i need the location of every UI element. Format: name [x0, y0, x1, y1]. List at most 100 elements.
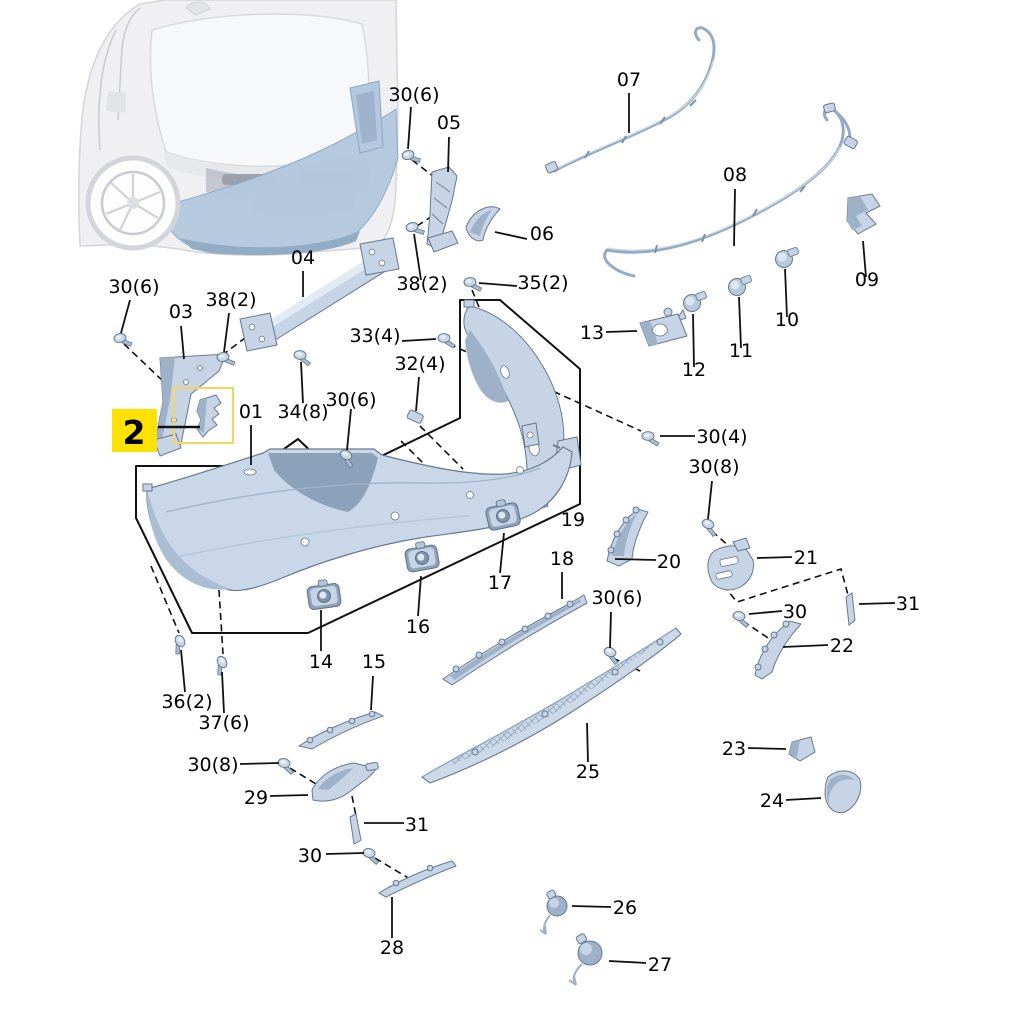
part-07-wiring-harness-upper[interactable]	[544, 26, 716, 174]
callout-07[interactable]: 07	[617, 69, 641, 91]
part-02-mounting-clip[interactable]	[196, 394, 222, 438]
part-27-cap[interactable]	[568, 933, 603, 986]
callout-05[interactable]: 05	[437, 112, 461, 134]
part-11-park-sensor[interactable]	[728, 274, 753, 296]
screw-33-4[interactable]	[437, 333, 456, 349]
callout-24[interactable]: 24	[760, 790, 784, 812]
callout-31-bottom[interactable]: 31	[405, 814, 429, 836]
callout-13[interactable]: 13	[580, 322, 604, 344]
screw-30-right[interactable]	[730, 610, 752, 629]
part-13-sensor-holder[interactable]	[639, 307, 688, 347]
screw-30-6-top[interactable]	[400, 147, 422, 167]
callout-09[interactable]: 09	[855, 269, 879, 291]
callout-30-6-bottom[interactable]: 30(6)	[591, 587, 642, 609]
callout-03[interactable]: 03	[169, 301, 193, 323]
bumper-left-corner-shade	[146, 489, 230, 590]
part-14-sensor-bracket[interactable]	[305, 577, 343, 611]
part-06-corner-bracket[interactable]	[465, 206, 501, 242]
part-20-trim-strip[interactable]	[606, 506, 649, 567]
callout-08[interactable]: 08	[723, 164, 747, 186]
nut-34-8[interactable]	[292, 349, 312, 367]
callout-14[interactable]: 14	[309, 651, 333, 673]
callout-11[interactable]: 11	[729, 340, 753, 362]
callout-04[interactable]: 04	[291, 247, 315, 269]
leader-33-4	[401, 338, 437, 342]
callout-23[interactable]: 23	[722, 738, 746, 760]
screw-37-6[interactable]	[209, 654, 232, 678]
part-10-park-sensor[interactable]	[775, 246, 800, 268]
callout-30-bottom[interactable]: 30	[298, 845, 322, 867]
part-32-clip[interactable]	[406, 409, 424, 424]
part-27-stub	[575, 933, 588, 945]
callout-30-4[interactable]: 30(4)	[696, 426, 747, 448]
diffuser-top-edge	[421, 627, 677, 778]
part-16-sensor-bracket[interactable]	[402, 538, 441, 574]
part-29-corner-bracket[interactable]	[311, 761, 379, 802]
callout-33-4[interactable]: 33(4)	[349, 325, 400, 347]
dash-30-8-bottom	[289, 767, 317, 785]
callout-35-2[interactable]: 35(2)	[517, 272, 568, 294]
callout-37-6[interactable]: 37(6)	[198, 712, 249, 734]
leader-24	[785, 797, 822, 801]
callout-12[interactable]: 12	[682, 359, 706, 381]
screw-30-6-left[interactable]	[112, 331, 134, 350]
callout-36-2[interactable]: 36(2)	[161, 691, 212, 713]
part-04-impact-beam[interactable]	[239, 237, 400, 352]
callout-26[interactable]: 26	[613, 897, 637, 919]
callout-22[interactable]: 22	[830, 635, 854, 657]
leader-30-6-left	[120, 299, 131, 334]
part-18-trim-strip[interactable]	[442, 594, 588, 686]
part-24-tow-hook-cover[interactable]	[824, 770, 862, 814]
screw-30-6-bottom[interactable]	[600, 645, 623, 666]
callout-28[interactable]: 28	[380, 937, 404, 959]
callout-01[interactable]: 01	[239, 401, 263, 423]
callout-15[interactable]: 15	[362, 651, 386, 673]
callout-21[interactable]: 21	[794, 547, 818, 569]
callout-30-8-bottom[interactable]: 30(8)	[187, 754, 238, 776]
part-31-trim-sliver-bottom[interactable]	[349, 813, 362, 845]
callout-25[interactable]: 25	[576, 761, 600, 783]
screw-36-2[interactable]	[167, 633, 190, 657]
selected-part-badge[interactable]: 2	[112, 409, 157, 452]
part-08-wiring-harness-lower[interactable]	[603, 102, 859, 278]
callout-38-2-left[interactable]: 38(2)	[205, 289, 256, 311]
callout-20[interactable]: 20	[657, 551, 681, 573]
part-28-trim-strip[interactable]	[378, 860, 457, 898]
callout-19[interactable]: 19	[561, 509, 585, 531]
callout-30-right[interactable]: 30	[783, 601, 807, 623]
callout-27[interactable]: 27	[648, 954, 672, 976]
part-26-cap[interactable]	[539, 889, 568, 935]
part-31-trim-sliver-right[interactable]	[845, 592, 856, 626]
part-05-side-mount-bracket[interactable]	[426, 166, 459, 253]
callout-30-6-top[interactable]: 30(6)	[388, 84, 439, 106]
callout-30-6-mid[interactable]: 30(6)	[325, 389, 376, 411]
part-22-trim-strip[interactable]	[754, 620, 802, 680]
callout-29[interactable]: 29	[244, 787, 268, 809]
callout-30-6-left[interactable]: 30(6)	[108, 276, 159, 298]
callout-34-8[interactable]: 34(8)	[277, 401, 328, 423]
screw-30-4[interactable]	[641, 431, 660, 447]
leader-31-right	[858, 602, 896, 605]
screw-30-8-bottom[interactable]	[275, 757, 297, 776]
screw-30-bottom[interactable]	[360, 847, 382, 866]
car-pillar-bracket-shade	[356, 91, 377, 144]
callout-30-8-right[interactable]: 30(8)	[688, 456, 739, 478]
leader-27	[608, 960, 647, 964]
callout-31-right[interactable]: 31	[896, 593, 920, 615]
part-09-sensor-bracket[interactable]	[846, 193, 881, 235]
car-wheel-spokes	[105, 174, 161, 231]
callout-32-4[interactable]: 32(4)	[394, 353, 445, 375]
bumper-crease-lower	[179, 515, 471, 557]
part-19-bracket-c[interactable]	[521, 422, 540, 448]
callout-38-2-right[interactable]: 38(2)	[396, 273, 447, 295]
part-25-lower-diffuser[interactable]	[421, 627, 682, 784]
leader-17	[499, 532, 505, 574]
callout-17[interactable]: 17	[488, 572, 512, 594]
part-15-trim-strip[interactable]	[297, 710, 385, 750]
callout-18[interactable]: 18	[550, 548, 574, 570]
part-23-clip[interactable]	[788, 736, 816, 762]
callout-16[interactable]: 16	[406, 616, 430, 638]
callout-10[interactable]: 10	[775, 309, 799, 331]
part-21-mount-bracket[interactable]	[707, 537, 754, 591]
callout-06[interactable]: 06	[530, 223, 554, 245]
